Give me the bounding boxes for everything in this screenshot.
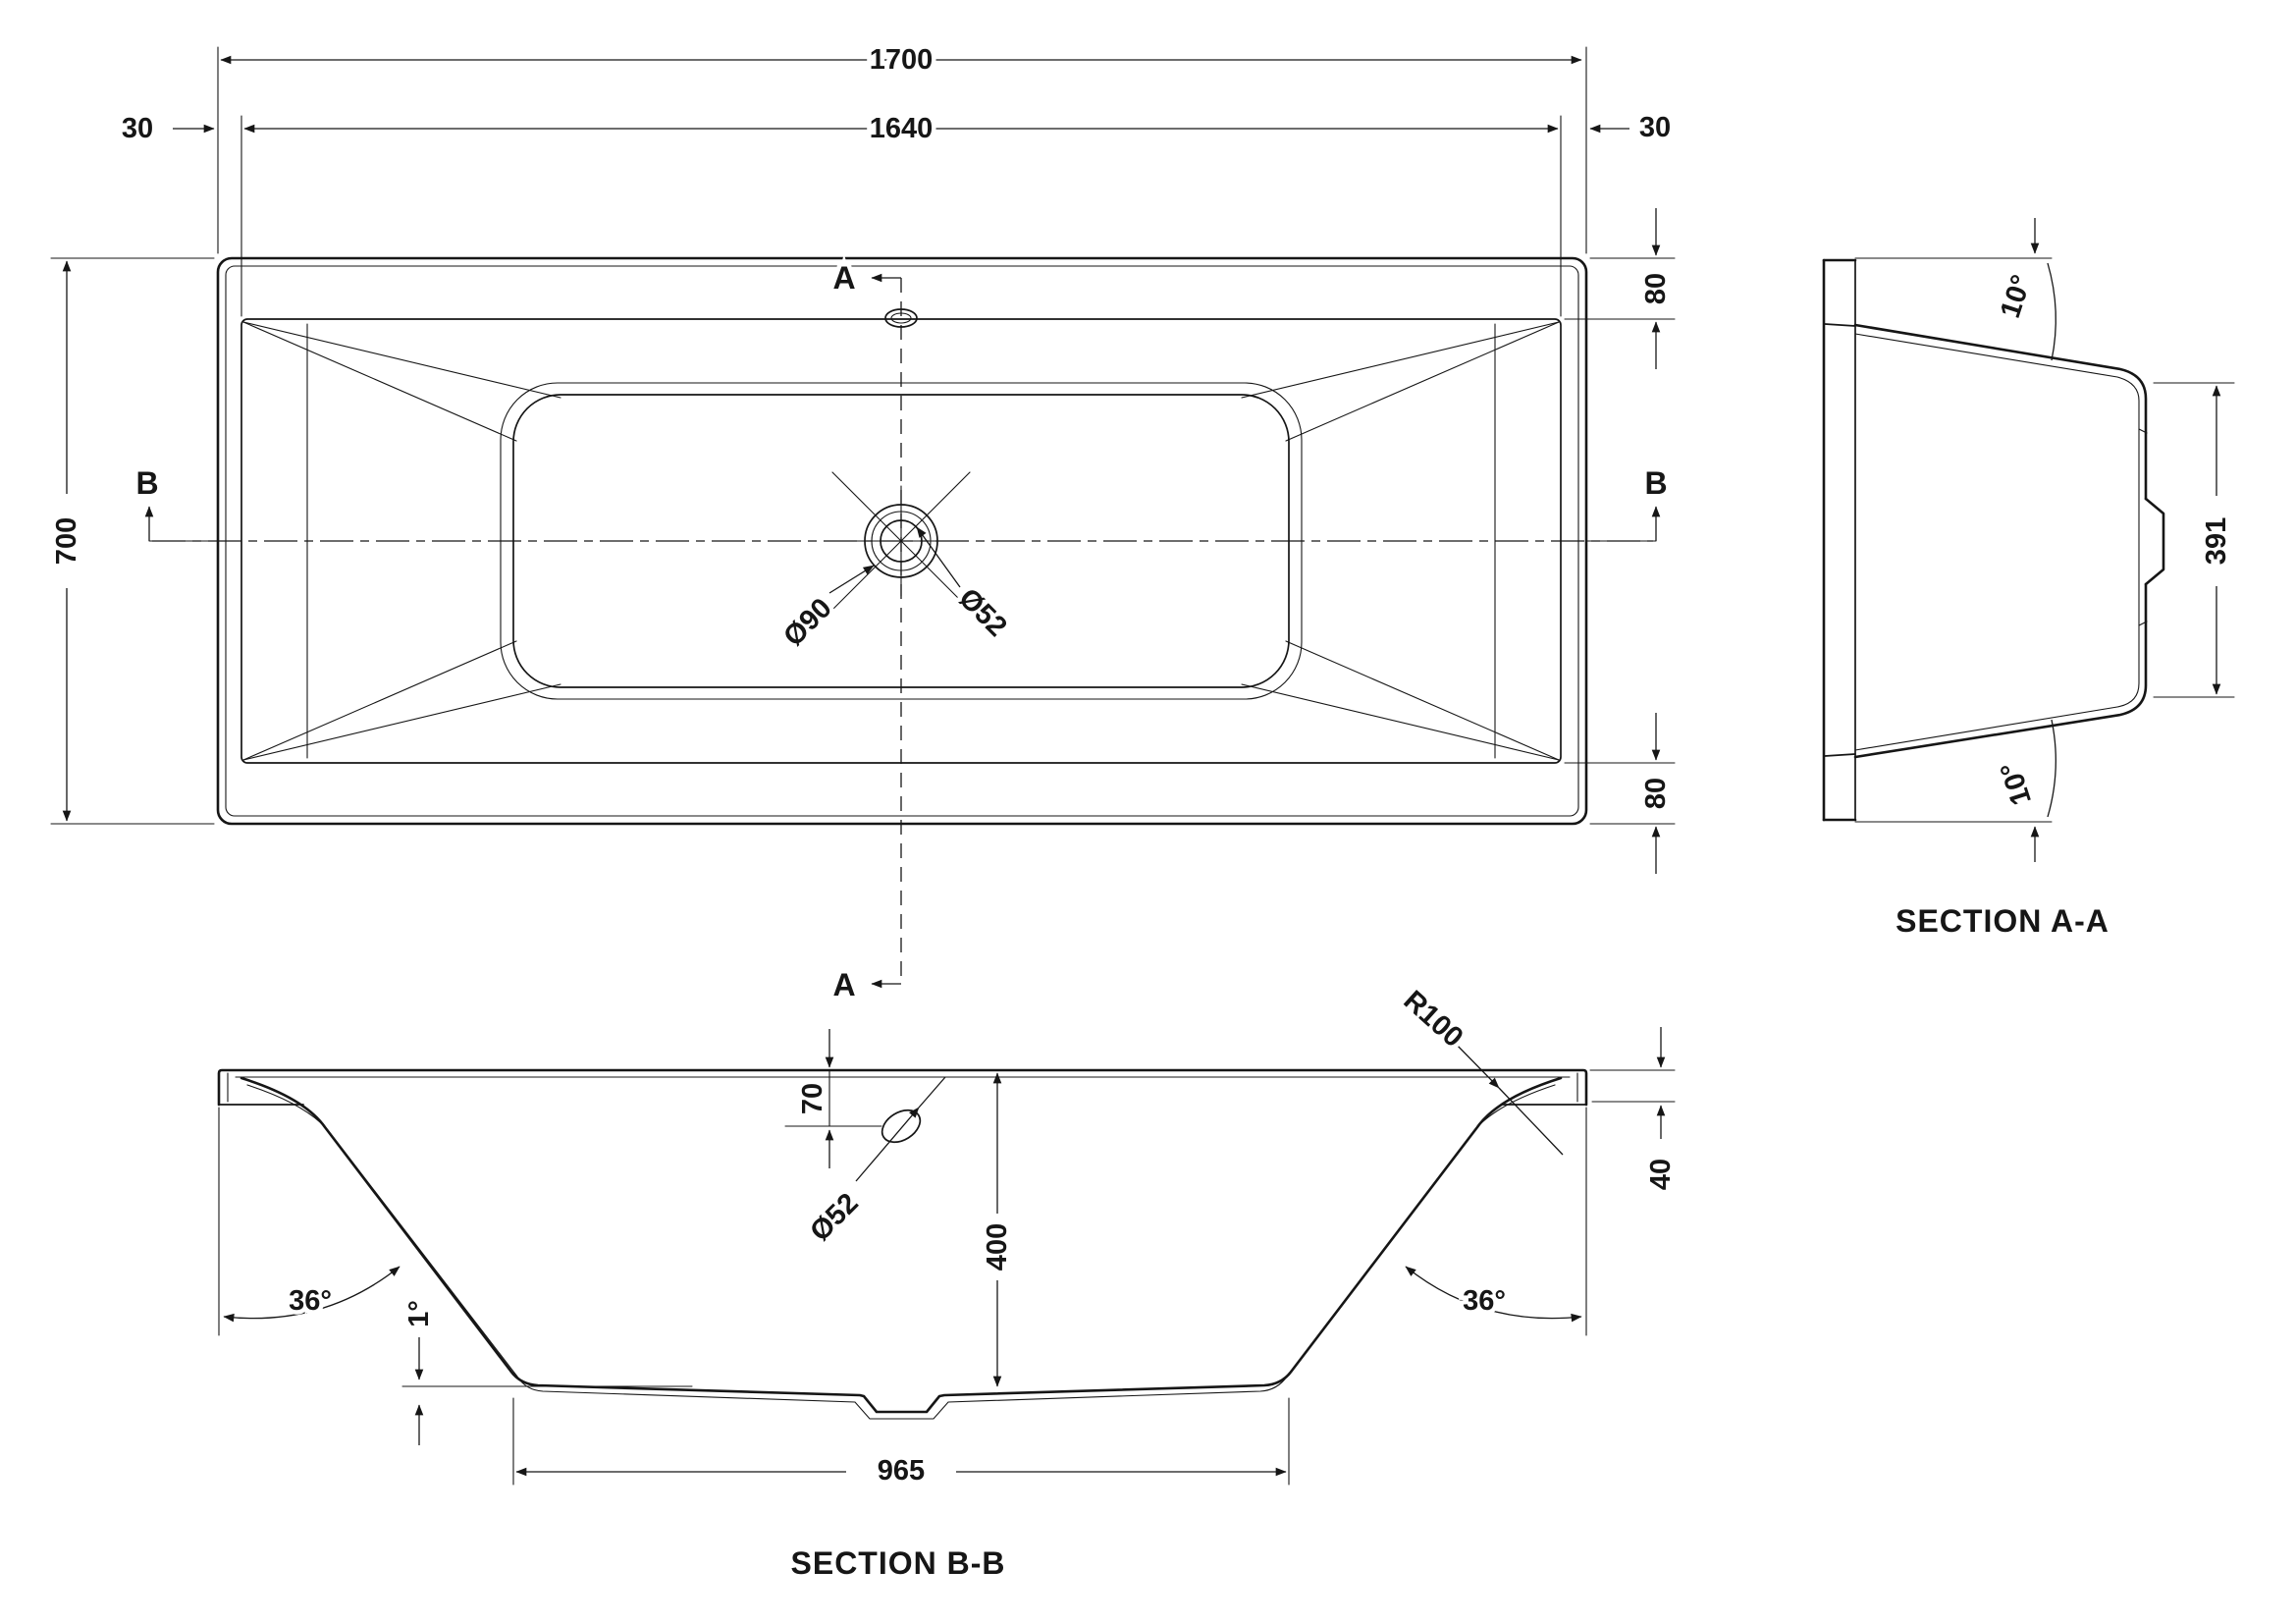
overflow-leader [855, 1076, 946, 1182]
dim-base-width [2153, 382, 2235, 698]
edge-offset-left-label: 30 [122, 113, 153, 144]
base-width-label: 391 [2201, 517, 2232, 565]
inner-depth-label: 400 [982, 1223, 1013, 1271]
plan-view: Ø90 Ø52 1700 30 1640 30 700 [47, 40, 1677, 1007]
dim-overall-width [50, 257, 215, 825]
section-b-marker-left: B [135, 465, 158, 501]
section-aa-outline [1822, 258, 2165, 822]
dim-base-length [512, 1397, 1290, 1486]
dim-rim-edge-height [1589, 1027, 1676, 1139]
dim-wall-angle-right [1405, 1107, 1587, 1336]
wall-angle-left-label: 36° [289, 1285, 332, 1317]
section-bb-title: SECTION B-B [791, 1545, 1006, 1581]
drain-inner-leader [916, 526, 961, 588]
overflow-depth-label: 70 [797, 1083, 828, 1114]
drain-symbol [828, 471, 971, 611]
rim-radius-leader [1450, 1038, 1564, 1156]
dim-wall-bottom [1564, 713, 1676, 874]
wall-angle-top-label: 10° [1995, 271, 2038, 322]
base-length-label: 965 [878, 1455, 925, 1487]
wall-top-width-label: 80 [1640, 273, 1672, 304]
dim-wall-angle-left [218, 1107, 400, 1336]
section-b-markers [144, 506, 1661, 542]
rim-radius-label: R100 [1398, 985, 1469, 1054]
dim-wall-top [1564, 208, 1676, 369]
drain-outer-leader [828, 565, 875, 594]
base-slope-label: 1° [403, 1300, 435, 1327]
dim-overflow-depth [784, 1029, 882, 1168]
overflow-diameter-label: Ø52 [804, 1187, 864, 1247]
section-a-markers [871, 273, 901, 989]
section-aa-view: 10° 10° 391 SECTION A-A [1822, 218, 2237, 939]
rim-edge-height-label: 40 [1645, 1159, 1677, 1190]
overflow-hole-section [881, 1109, 922, 1144]
dim-inner-length [173, 115, 1629, 317]
drain-inner-diameter-label: Ø52 [952, 582, 1012, 642]
wall-angle-right-label: 36° [1463, 1285, 1506, 1317]
section-a-marker-bottom: A [832, 967, 855, 1002]
inner-length-label: 1640 [870, 113, 934, 144]
section-aa-title: SECTION A-A [1896, 903, 2109, 939]
drain-outer-diameter-label: Ø90 [777, 592, 837, 652]
dim-angle-bottom [1854, 719, 2056, 862]
section-bb-outline [217, 1068, 1588, 1420]
section-bb-view: Ø52 70 400 R100 40 [217, 980, 1682, 1581]
wall-angle-bottom-label: 10° [1995, 758, 2038, 809]
dim-overall-length [217, 46, 1587, 254]
corner-blend-lines [242, 321, 1560, 761]
wall-bottom-width-label: 80 [1640, 778, 1672, 809]
overall-length-label: 1700 [870, 44, 934, 76]
section-b-marker-right: B [1644, 465, 1667, 501]
section-a-marker-top: A [832, 260, 855, 296]
dim-angle-top [1854, 218, 2056, 361]
edge-offset-right-label: 30 [1639, 112, 1671, 143]
overflow-recess [2144, 497, 2165, 586]
overall-width-label: 700 [51, 517, 82, 565]
